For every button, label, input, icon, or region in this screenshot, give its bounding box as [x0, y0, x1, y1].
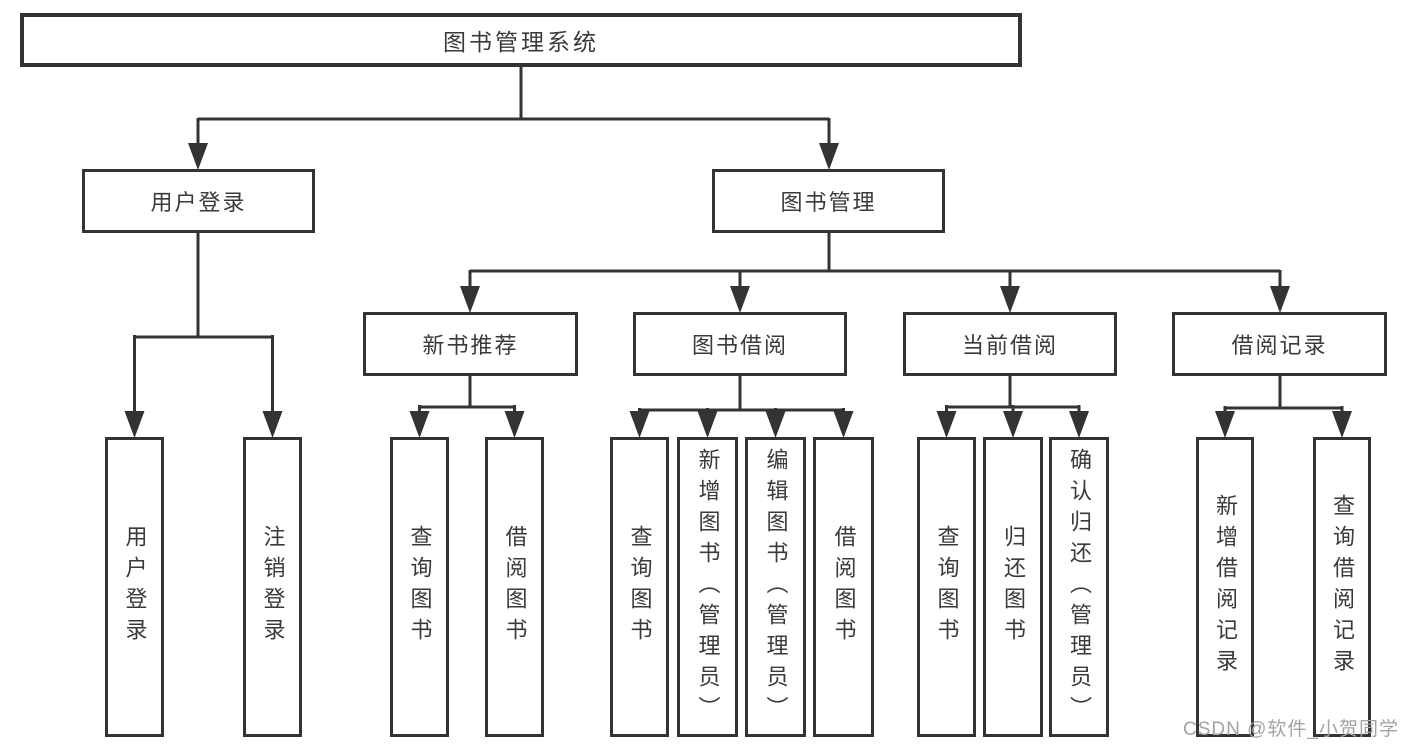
leaf-user-login-label: 用户登录 [122, 525, 148, 649]
leaf-return-book: 归还图书 [983, 437, 1043, 737]
node-book-borrow: 图书借阅 [633, 312, 847, 376]
node-user-login-label: 用户登录 [150, 190, 247, 215]
node-current-borrow: 当前借阅 [903, 312, 1117, 376]
leaf-borrow-books-recommend-label: 借阅图书 [502, 525, 528, 649]
node-root-label: 图书管理系统 [443, 29, 599, 55]
leaf-confirm-return-admin: 确认归还（管理员） [1049, 437, 1109, 737]
node-book-management-label: 图书管理 [780, 190, 877, 215]
watermark: CSDN @软件_小贺同学 [1183, 719, 1399, 740]
node-borrow-records: 借阅记录 [1172, 312, 1387, 376]
leaf-add-borrow-record: 新增借阅记录 [1196, 437, 1254, 737]
leaf-edit-book-admin-label: 编辑图书（管理员） [763, 447, 789, 727]
leaf-query-books-borrow: 查询图书 [610, 437, 669, 737]
leaf-add-borrow-record-label: 新增借阅记录 [1213, 494, 1238, 680]
arrowheads [124, 143, 1352, 438]
node-book-management: 图书管理 [712, 169, 945, 233]
leaf-query-borrow-record-label: 查询借阅记录 [1330, 494, 1355, 680]
leaf-borrow-books-label: 借阅图书 [831, 525, 857, 649]
leaf-query-books-recommend: 查询图书 [390, 437, 449, 737]
leaf-borrow-books-recommend: 借阅图书 [485, 437, 544, 737]
leaf-query-books-recommend-label: 查询图书 [407, 525, 433, 649]
leaf-add-book-admin-label: 新增图书（管理员） [695, 447, 721, 727]
leaf-logout: 注销登录 [243, 437, 302, 737]
connector-paths [133, 65, 1344, 418]
node-borrow-records-label: 借阅记录 [1231, 333, 1328, 358]
leaf-borrow-books: 借阅图书 [813, 437, 874, 737]
node-new-book-recommend: 新书推荐 [363, 312, 578, 376]
node-new-book-recommend-label: 新书推荐 [422, 333, 519, 358]
leaf-logout-label: 注销登录 [260, 525, 286, 649]
leaf-return-book-label: 归还图书 [1001, 525, 1026, 649]
leaf-edit-book-admin: 编辑图书（管理员） [745, 437, 806, 737]
leaf-query-books-borrow-label: 查询图书 [627, 525, 653, 649]
node-book-borrow-label: 图书借阅 [691, 333, 788, 358]
leaf-confirm-return-admin-label: 确认归还（管理员） [1067, 447, 1092, 727]
node-root: 图书管理系统 [20, 13, 1022, 67]
node-current-borrow-label: 当前借阅 [961, 333, 1058, 358]
node-user-login: 用户登录 [82, 169, 315, 233]
leaf-query-borrow-record: 查询借阅记录 [1313, 437, 1371, 737]
leaf-user-login: 用户登录 [105, 437, 164, 737]
leaf-query-books-current-label: 查询图书 [934, 525, 960, 649]
leaf-query-books-current: 查询图书 [917, 437, 976, 737]
leaf-add-book-admin: 新增图书（管理员） [677, 437, 738, 737]
